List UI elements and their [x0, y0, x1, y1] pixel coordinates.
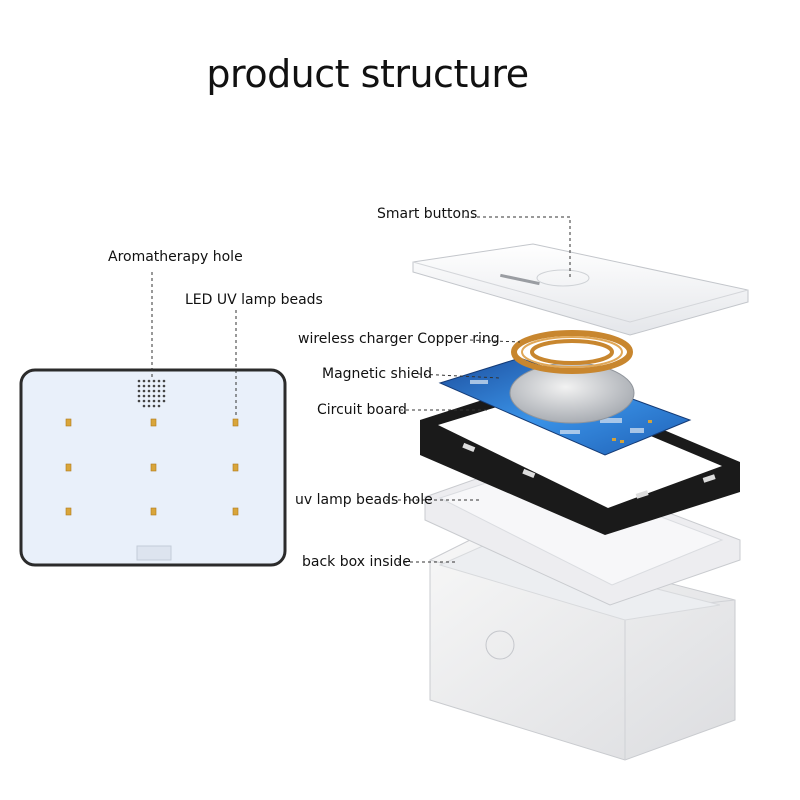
lamp-panel [19, 272, 287, 567]
label-aromatherapy-hole: Aromatherapy hole [108, 249, 243, 265]
label-copper-ring: wireless charger Copper ring [298, 331, 500, 347]
page-title: product structure [206, 52, 529, 96]
top-cover [412, 243, 749, 336]
aromatherapy-grid [137, 379, 166, 408]
copper-ring [511, 330, 633, 374]
label-smart-buttons: Smart buttons [377, 206, 478, 222]
label-circuit-board: Circuit board [317, 402, 407, 418]
leader-lines [386, 216, 571, 563]
label-uv-lamp-beads: LED UV lamp beads [185, 292, 323, 308]
label-lamp-beads-hole: uv lamp beads hole [295, 492, 433, 508]
black-frame [420, 380, 740, 535]
label-magnetic-shield: Magnetic shield [322, 366, 433, 382]
uv-beads [65, 418, 239, 516]
label-back-box-inside: back box inside [302, 554, 411, 570]
